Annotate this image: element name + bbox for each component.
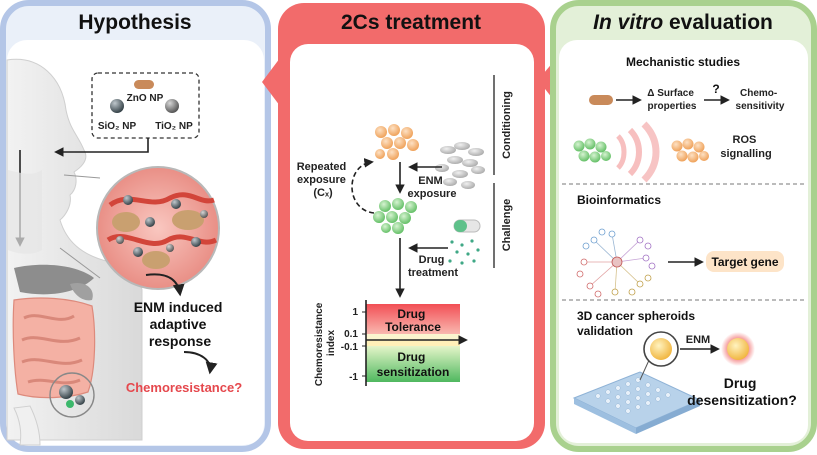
ros-line-2: signalling bbox=[720, 148, 771, 160]
mech-question: ? bbox=[712, 82, 719, 96]
particles-box bbox=[91, 72, 200, 139]
chart-axis-label: Chemoresistance index bbox=[314, 300, 337, 386]
tick-neg-1: -1 bbox=[349, 372, 358, 383]
response-arrow-2 bbox=[183, 351, 218, 375]
spheroids-line-2: validation bbox=[577, 324, 633, 338]
drug-capsule-icon bbox=[453, 219, 481, 233]
gene-network-icon bbox=[576, 228, 656, 298]
spheroids-line-1: 3D cancer spheroids bbox=[577, 309, 695, 323]
desensitization-line-2: desensitization? bbox=[687, 392, 797, 408]
evaluation-title: In vitro evaluation bbox=[593, 11, 773, 34]
tick-1: 1 bbox=[352, 307, 358, 318]
treatment-inner bbox=[290, 44, 534, 441]
response-line-1: ENM induced bbox=[134, 299, 223, 315]
enm-particles-cloud bbox=[435, 142, 485, 189]
repeated-exposure-loop bbox=[351, 158, 375, 214]
tick-0-1: 0.1 bbox=[344, 329, 358, 340]
chemo-line-2: sensitivity bbox=[736, 101, 785, 112]
response-text: ENM induced adaptive response bbox=[134, 299, 227, 349]
bioinformatics-title: Bioinformatics bbox=[577, 193, 661, 207]
sensitization-band bbox=[366, 346, 460, 382]
neutral-band-lower bbox=[366, 340, 460, 346]
target-gene-highlight bbox=[706, 251, 784, 272]
tissue-zoom bbox=[59, 166, 220, 290]
desensitization-line-1: Drug bbox=[724, 375, 757, 391]
well-plate-icon bbox=[572, 371, 702, 434]
sio2-particle-icon bbox=[110, 99, 124, 113]
drug-treatment-line-1: Drug bbox=[419, 254, 445, 266]
human-silhouette bbox=[6, 58, 143, 446]
cells-green-cluster bbox=[373, 198, 417, 234]
repeated-exposure-text: Repeated exposure (Cₓ) bbox=[297, 161, 350, 199]
spheroids-title: 3D cancer spheroids validation bbox=[577, 309, 698, 338]
ros-orange-cells bbox=[671, 138, 709, 163]
ros-line-1: ROS bbox=[733, 134, 757, 146]
hypothesis-title: Hypothesis bbox=[78, 11, 191, 34]
colon-zoom-circle bbox=[49, 372, 95, 418]
repeated-line-3: (Cₓ) bbox=[313, 187, 333, 199]
spheroid-before-icon bbox=[650, 338, 672, 360]
tolerance-line-2: Tolerance bbox=[385, 320, 441, 334]
mechanistic-title: Mechanistic studies bbox=[626, 55, 740, 69]
cells-orange-cluster bbox=[375, 124, 419, 160]
hypothesis-panel: Hypothesis ZnO NP SiO₂ NP TiO₂ NP bbox=[0, 0, 271, 452]
tio2-label: TiO₂ NP bbox=[155, 121, 193, 132]
sensitization-label: Drug sensitization bbox=[377, 350, 450, 379]
particles-arrow bbox=[54, 138, 149, 157]
sensitization-line-2: sensitization bbox=[377, 365, 450, 379]
enm-exposure-line-1: ENM bbox=[418, 175, 442, 187]
tio2-particle-icon bbox=[165, 99, 179, 113]
neutral-band bbox=[366, 334, 460, 340]
treatment-title: 2Cs treatment bbox=[341, 11, 481, 34]
chemoresistance-question: Chemoresistance? bbox=[126, 380, 242, 395]
evaluation-title-italic: In vitro bbox=[593, 11, 663, 34]
delta-surface-text: Δ Surface properties bbox=[647, 88, 697, 112]
repeated-line-2: exposure bbox=[297, 174, 346, 186]
evaluation-panel: In vitro evaluation Mechanistic studies … bbox=[538, 0, 817, 452]
delta-line-1: Δ Surface bbox=[647, 88, 694, 99]
spheroid-enm-label: ENM bbox=[686, 334, 710, 346]
ros-signalling-text: ROS signalling bbox=[720, 134, 771, 160]
drug-treatment-line-2: treatment bbox=[408, 267, 458, 279]
tolerance-line-1: Drug bbox=[397, 307, 425, 321]
target-gene-label: Target gene bbox=[711, 255, 778, 269]
response-line-3: response bbox=[149, 333, 211, 349]
sensitization-line-1: Drug bbox=[397, 350, 425, 364]
ros-signal-waves bbox=[616, 121, 660, 183]
chemo-line-1: Chemo- bbox=[740, 88, 777, 99]
tick-neg-0-1: -0.1 bbox=[341, 342, 359, 353]
ros-green-cells bbox=[573, 138, 611, 163]
zno-rod-icon bbox=[589, 95, 613, 105]
chemo-sensitivity-text: Chemo- sensitivity bbox=[736, 88, 785, 112]
axis-label-line-1: Chemoresistance bbox=[314, 302, 325, 386]
zno-particle-icon bbox=[134, 80, 154, 89]
axis-label-line-2: index bbox=[326, 330, 337, 357]
evaluation-title-rest: evaluation bbox=[663, 11, 773, 34]
tolerance-label: Drug Tolerance bbox=[385, 307, 441, 334]
repeated-line-1: Repeated bbox=[297, 161, 347, 173]
tolerance-band bbox=[366, 304, 460, 334]
zoom-line bbox=[639, 357, 651, 381]
delta-line-2: properties bbox=[648, 101, 697, 112]
challenge-label: Challenge bbox=[501, 199, 513, 252]
treatment-panel: 2Cs treatment Conditioning Challenge ENM… bbox=[262, 3, 545, 449]
sio2-label: SiO₂ NP bbox=[98, 121, 137, 132]
enm-exposure-line-2: exposure bbox=[408, 188, 457, 200]
enm-exposure-text: ENM exposure bbox=[408, 175, 457, 200]
response-arrow-1 bbox=[145, 273, 185, 297]
drug-desensitization-text: Drug desensitization? bbox=[687, 375, 797, 408]
chemoresistance-index-chart: 1 0.1 -0.1 -1 Chemoresistance index Drug… bbox=[314, 300, 468, 386]
connector-left bbox=[262, 54, 283, 110]
spheroid-after-icon bbox=[727, 338, 749, 360]
drug-treatment-text: Drug treatment bbox=[408, 254, 458, 279]
zno-label: ZnO NP bbox=[127, 93, 164, 104]
drug-dots bbox=[448, 239, 480, 265]
response-line-2: adaptive bbox=[150, 316, 207, 332]
conditioning-label: Conditioning bbox=[501, 91, 513, 159]
